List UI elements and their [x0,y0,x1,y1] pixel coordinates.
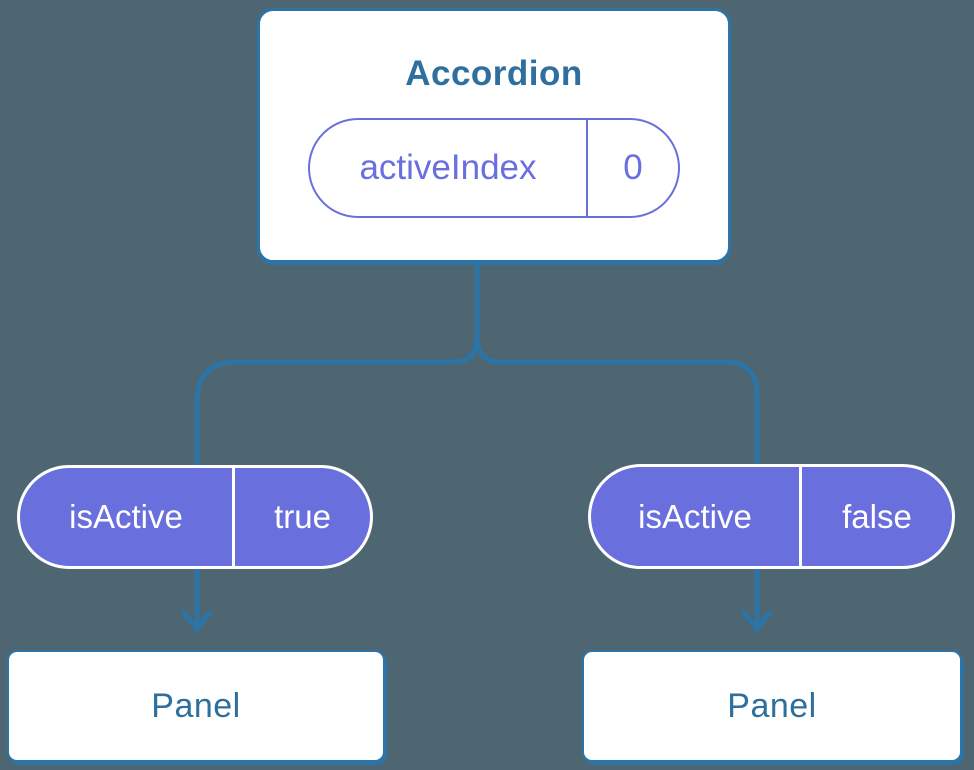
state-pill-name: activeIndex [310,119,588,216]
prop-pill-isactive-false: isActive false [588,464,955,569]
prop-pill-name: isActive [20,468,235,566]
panel-node-right: Panel [582,650,962,762]
branch-line-left [194,262,480,626]
arrow-down-icon [741,609,773,634]
prop-pill-isactive-true: isActive true [17,465,373,569]
panel-node-title: Panel [727,686,817,725]
panel-node-title: Panel [151,686,241,725]
accordion-node: Accordion activeIndex 0 [257,8,731,263]
state-pill-value: 0 [623,147,643,187]
prop-pill-value: true [274,498,331,535]
panel-node-left: Panel [7,650,385,762]
prop-pill-name: isActive [591,467,802,566]
accordion-node-title: Accordion [405,53,583,93]
state-pill-activeindex: activeIndex 0 [308,117,680,218]
branch-line-right [474,262,760,626]
prop-pill-value: false [842,497,912,535]
arrow-down-icon [181,609,213,634]
